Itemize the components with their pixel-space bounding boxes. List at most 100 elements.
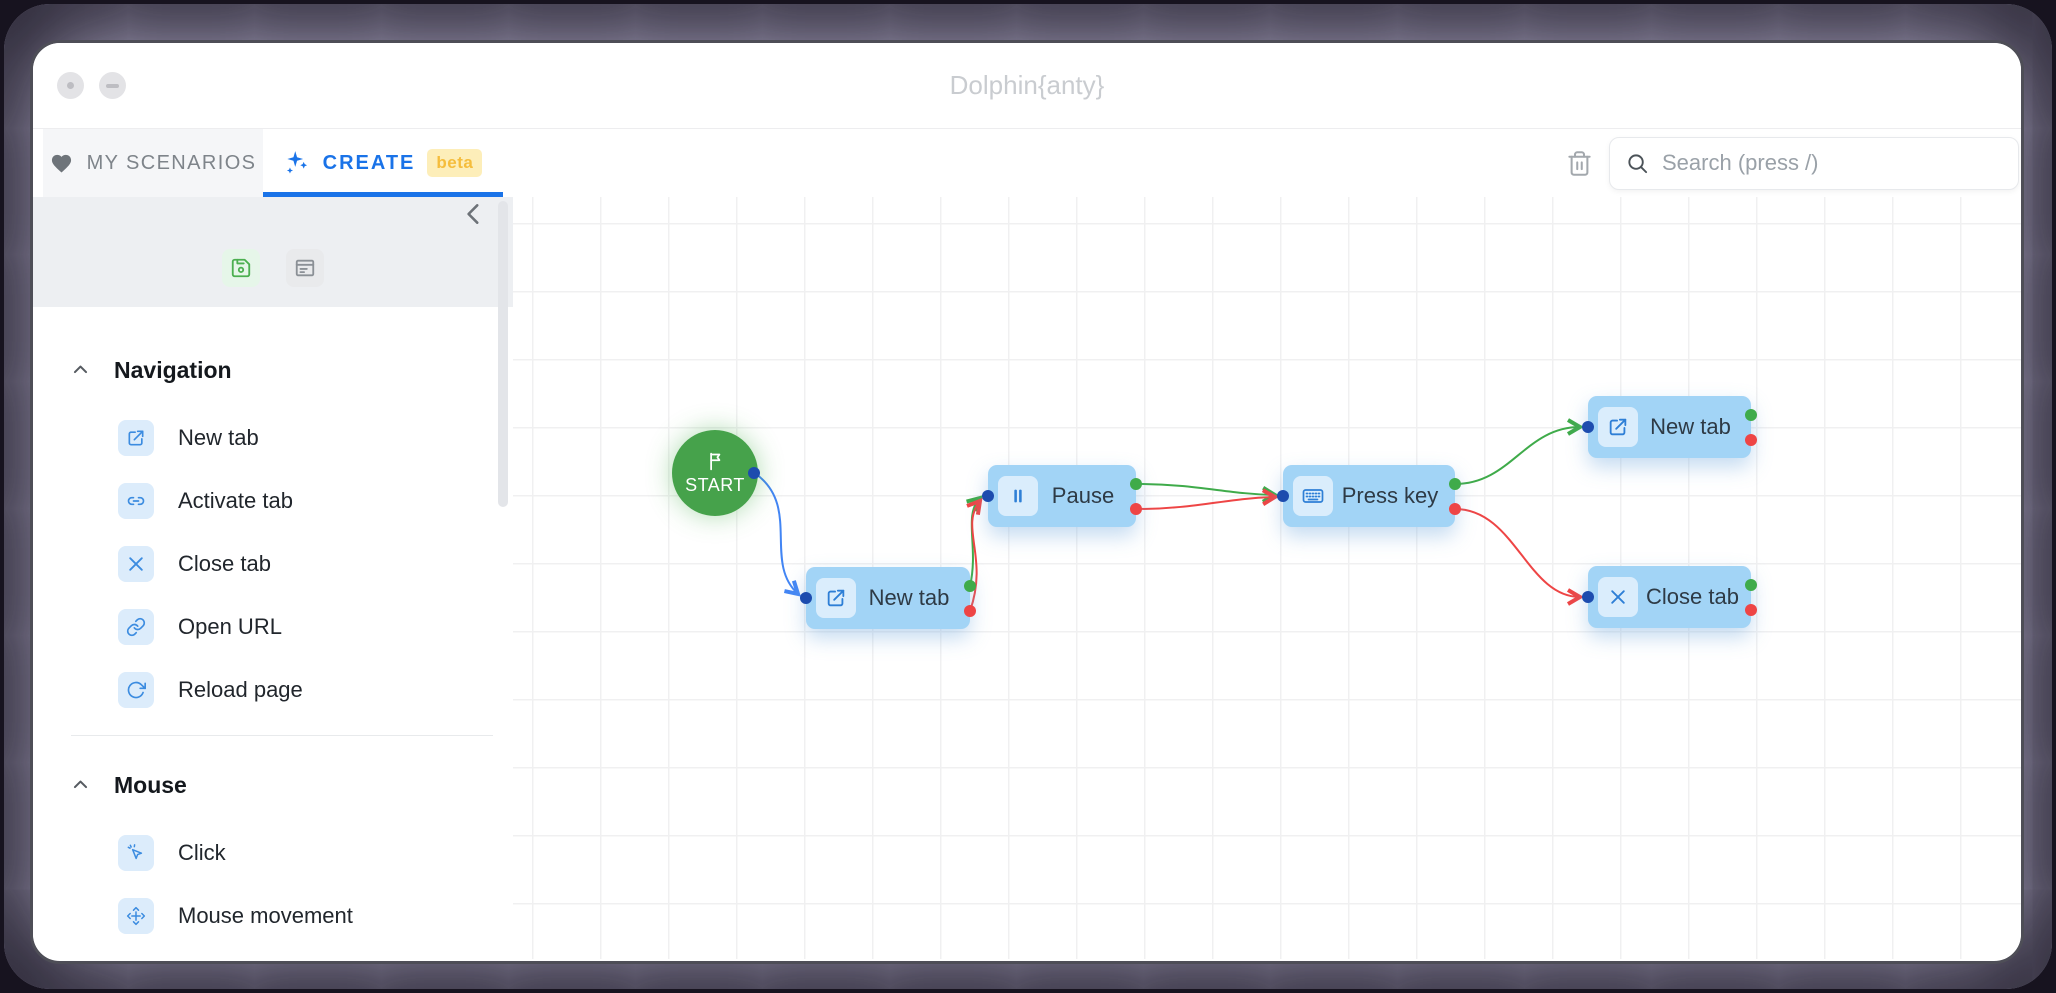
- navigation-items: New tab Activate tab Close tab: [33, 420, 513, 708]
- app-title: Dolphin{anty}: [949, 70, 1105, 100]
- action-item-label: Open URL: [178, 614, 282, 639]
- pause-icon: [998, 476, 1038, 516]
- port-error[interactable]: [1745, 434, 1757, 446]
- node-label: New tab: [868, 585, 950, 610]
- search-input[interactable]: [1662, 150, 2002, 176]
- save-icon[interactable]: [222, 249, 260, 287]
- port-input[interactable]: [982, 490, 994, 502]
- mouse-items: Click Mouse movement Scroll: [33, 835, 513, 959]
- close-tab-icon: [118, 546, 154, 582]
- chevron-up-icon: [71, 361, 90, 380]
- node-new-tab-1[interactable]: New tab: [800, 567, 976, 629]
- window-controls: [57, 72, 126, 99]
- reload-page-icon: [118, 672, 154, 708]
- action-item-activate-tab[interactable]: Activate tab: [118, 483, 513, 519]
- scenario-canvas[interactable]: START New tab Pause: [513, 197, 2021, 959]
- port-input[interactable]: [800, 592, 812, 604]
- window-minimize-icon: [106, 83, 119, 88]
- tab-my-scenarios[interactable]: MY SCENARIOS: [43, 129, 263, 197]
- node-start[interactable]: START: [672, 430, 760, 516]
- port-error[interactable]: [1130, 503, 1142, 515]
- port-success[interactable]: [1130, 478, 1142, 490]
- form-icon[interactable]: [286, 249, 324, 287]
- tab-create[interactable]: CREATE beta: [263, 129, 503, 197]
- section-mouse-label: Mouse: [114, 772, 187, 798]
- actions-sidebar: Navigation New tab Activate tab: [33, 197, 513, 959]
- content-row: Navigation New tab Activate tab: [33, 197, 2021, 959]
- port-error[interactable]: [964, 605, 976, 617]
- port-input[interactable]: [1582, 591, 1594, 603]
- tab-my-scenarios-label: MY SCENARIOS: [86, 151, 257, 174]
- tabbar-right-tools: [1566, 129, 2021, 197]
- action-item-new-tab[interactable]: New tab: [118, 420, 513, 456]
- tab-create-label: CREATE: [322, 151, 416, 174]
- search-icon: [1626, 152, 1649, 175]
- window-close-icon: [67, 82, 74, 89]
- section-divider: [71, 735, 493, 736]
- node-press-key[interactable]: Press key: [1277, 465, 1461, 527]
- action-item-label: Click: [178, 840, 226, 865]
- action-item-label: Activate tab: [178, 488, 293, 513]
- port-error[interactable]: [1449, 503, 1461, 515]
- action-item-label: Reload page: [178, 677, 303, 702]
- section-navigation-label: Navigation: [114, 357, 232, 383]
- open-url-icon: [118, 609, 154, 645]
- section-mouse[interactable]: Mouse: [33, 772, 513, 799]
- canvas-grid: [513, 197, 2021, 959]
- edge-pause-to-press-key-error[interactable]: [1135, 488, 1279, 510]
- search-box[interactable]: [1609, 136, 2019, 190]
- action-item-click[interactable]: Click: [118, 835, 513, 871]
- action-item-label: Mouse movement: [178, 903, 353, 928]
- window-minimize-button[interactable]: [99, 72, 126, 99]
- node-new-tab-2[interactable]: New tab: [1582, 396, 1757, 458]
- port-success[interactable]: [1449, 478, 1461, 490]
- edge-press-key-to-new-tab-2-success[interactable]: [1454, 418, 1584, 485]
- edge-press-key-to-close-tab-error[interactable]: [1454, 508, 1584, 606]
- port-input[interactable]: [1582, 421, 1594, 433]
- action-item-label: New tab: [178, 425, 259, 450]
- node-close-tab[interactable]: Close tab: [1582, 566, 1757, 628]
- section-navigation[interactable]: Navigation: [33, 357, 513, 384]
- sparkles-icon: [284, 150, 311, 177]
- window-close-button[interactable]: [57, 72, 84, 99]
- port-success[interactable]: [1745, 409, 1757, 421]
- beta-badge: beta: [427, 149, 483, 177]
- app-window: Dolphin{anty} MY SCENARIOS CREATE beta: [30, 40, 2024, 964]
- heart-icon: [50, 152, 73, 175]
- sidebar-header: [33, 197, 513, 307]
- sidebar-scrollbar[interactable]: [498, 201, 508, 507]
- port-output[interactable]: [748, 467, 760, 479]
- node-label: New tab: [1650, 414, 1731, 439]
- mouse-movement-icon: [118, 898, 154, 934]
- action-item-label: Close tab: [178, 551, 271, 576]
- flag-icon: [705, 451, 726, 472]
- port-success[interactable]: [1745, 579, 1757, 591]
- trash-icon[interactable]: [1566, 150, 1593, 177]
- node-label: Press key: [1341, 483, 1439, 508]
- action-item-close-tab[interactable]: Close tab: [118, 546, 513, 582]
- node-label: Close tab: [1646, 584, 1739, 609]
- node-start-label: START: [685, 474, 745, 495]
- action-item-open-url[interactable]: Open URL: [118, 609, 513, 645]
- close-tab-icon: [1598, 577, 1638, 617]
- node-label: Pause: [1051, 483, 1115, 508]
- tab-bar: MY SCENARIOS CREATE beta: [33, 129, 2021, 197]
- action-item-reload-page[interactable]: Reload page: [118, 672, 513, 708]
- new-tab-icon: [1598, 407, 1638, 447]
- chevron-up-icon: [71, 776, 90, 795]
- action-item-mouse-movement[interactable]: Mouse movement: [118, 898, 513, 934]
- edges-layer: [755, 418, 1584, 612]
- port-input[interactable]: [1277, 490, 1289, 502]
- edge-pause-to-press-key-success[interactable]: [1135, 483, 1279, 504]
- keyboard-icon: [1293, 476, 1333, 516]
- port-success[interactable]: [964, 580, 976, 592]
- edge-start-to-new-tab-1[interactable]: [755, 473, 801, 597]
- edge-new-tab-1-to-pause-error[interactable]: [966, 497, 983, 612]
- chevron-left-icon[interactable]: [461, 201, 487, 227]
- new-tab-icon: [816, 578, 856, 618]
- port-error[interactable]: [1745, 604, 1757, 616]
- titlebar: Dolphin{anty}: [33, 43, 2021, 129]
- sidebar-sections: Navigation New tab Activate tab: [33, 307, 513, 959]
- new-tab-icon: [118, 420, 154, 456]
- node-pause[interactable]: Pause: [982, 465, 1142, 527]
